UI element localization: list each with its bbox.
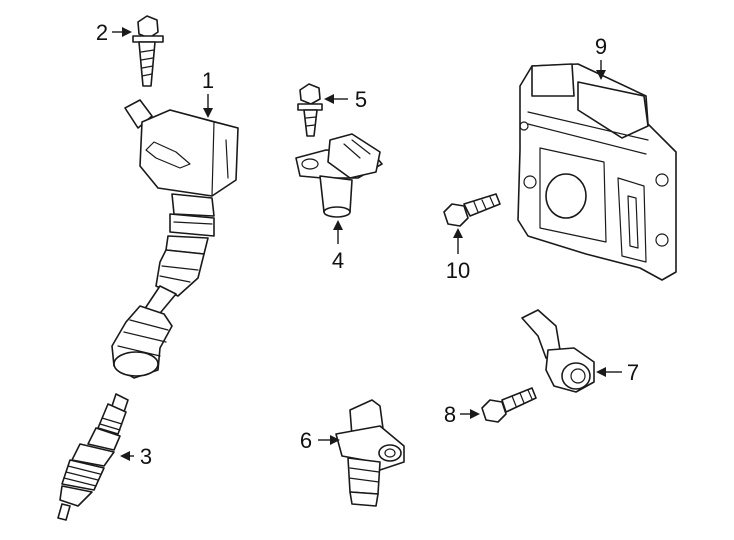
callout-6: 6	[300, 428, 312, 453]
callout-10: 10	[446, 258, 470, 283]
spark-plug-part-3	[57, 393, 129, 521]
callout-9: 9	[595, 34, 607, 59]
position-sensor-part-6	[335, 399, 405, 507]
bolt-part-10	[443, 193, 501, 227]
bolt-part-8	[481, 387, 537, 423]
callout-8: 8	[444, 402, 456, 427]
callout-2: 2	[96, 20, 108, 45]
bolt-part-2	[132, 15, 164, 87]
callout-4: 4	[332, 248, 344, 273]
ignition-coil-part-1	[111, 99, 239, 379]
callout-3: 3	[140, 444, 152, 469]
callout-5: 5	[355, 87, 367, 112]
control-module-part-9	[517, 63, 677, 281]
callout-1: 1	[202, 68, 214, 93]
camshaft-sensor-part-4	[295, 133, 383, 218]
callout-leaders	[112, 27, 622, 461]
bolt-part-5	[297, 83, 323, 137]
knock-sensor-part-7	[521, 309, 595, 393]
callout-7: 7	[627, 360, 639, 385]
